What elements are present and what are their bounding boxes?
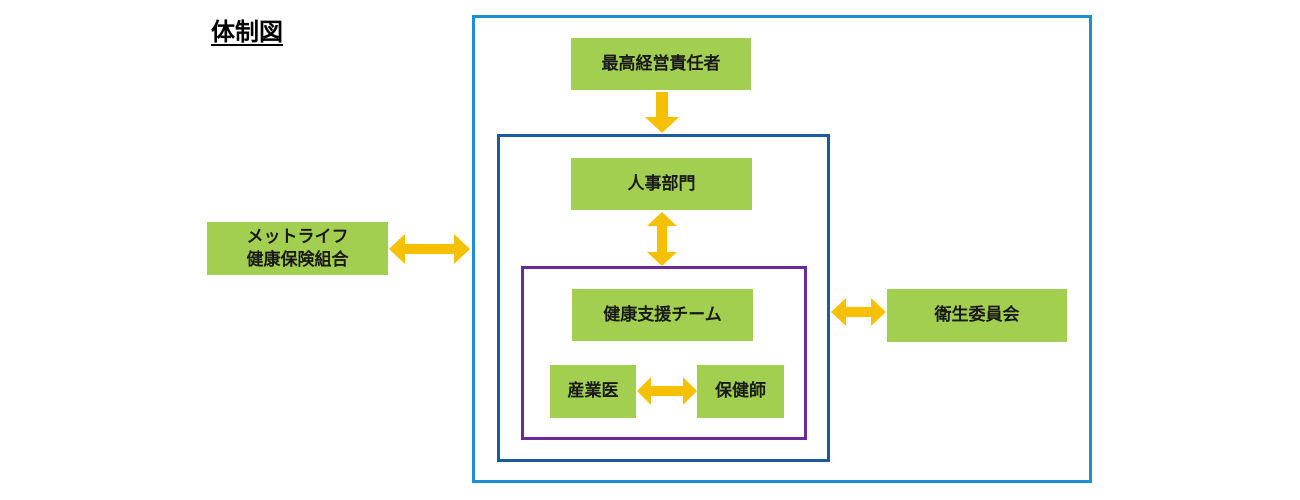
hr-department-box: 人事部門 (571, 158, 752, 210)
arrow-executive-to-hr (645, 92, 679, 133)
occupational-physician-label: 産業医 (567, 381, 619, 402)
arrow-physician-to-nurse (637, 377, 697, 405)
top-executive-label: 最高経営責任者 (601, 53, 721, 74)
hr-frame (497, 134, 830, 462)
health-insurance-box: メットライフ 健康保険組合 (207, 222, 388, 275)
health-insurance-label-line2: 健康保険組合 (246, 249, 349, 270)
health-insurance-label-line1: メットライフ (246, 226, 349, 247)
diagram-title: 体制図 (211, 18, 283, 46)
arrow-hr-to-health-team (647, 212, 677, 266)
health-support-team-box: 健康支援チーム (572, 289, 753, 341)
public-health-nurse-box: 保健師 (697, 365, 784, 418)
arrow-insurance-to-company (389, 234, 470, 264)
top-executive-box: 最高経営責任者 (571, 38, 751, 90)
hr-department-label: 人事部門 (627, 173, 696, 194)
occupational-physician-box: 産業医 (550, 365, 636, 418)
health-team-frame (521, 266, 807, 440)
health-support-team-label: 健康支援チーム (603, 304, 722, 325)
health-committee-label: 衛生委員会 (934, 305, 1020, 326)
arrow-committee-to-company (831, 298, 886, 326)
public-health-nurse-label: 保健師 (715, 381, 766, 402)
health-committee-box: 衛生委員会 (887, 289, 1067, 342)
company-frame (472, 15, 1092, 483)
